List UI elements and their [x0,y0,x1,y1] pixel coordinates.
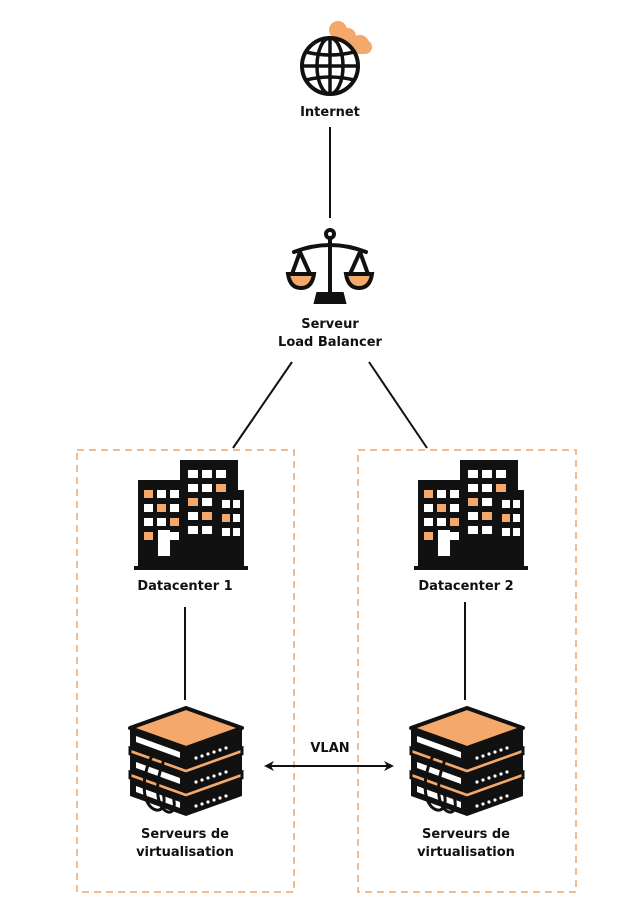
edge-lb-dc2 [368,361,428,449]
edge-lb-dc1 [232,361,293,449]
load-balancer-label-line2: Load Balancer [278,335,382,350]
server-stack-icon [128,706,244,818]
servers1-label-line2: virtualisation [136,845,234,860]
datacenter2-label: Datacenter 2 [418,579,514,594]
datacenter1-zone [76,449,295,893]
servers2-label-line2: virtualisation [417,845,515,860]
building-icon [134,460,248,570]
internet-label: Internet [300,105,360,120]
datacenter1-label: Datacenter 1 [137,579,233,594]
load-balancer-label: Serveur Load Balancer [250,316,410,352]
datacenter2-zone [357,449,577,893]
servers2-label-line1: Serveurs de [422,827,510,842]
balance-scale-icon [285,228,375,304]
servers1-label: Serveurs de virtualisation [115,826,255,862]
vlan-label: VLAN [310,741,350,756]
servers2-label: Serveurs de virtualisation [396,826,536,862]
building-icon [414,460,528,570]
server-stack-icon [409,706,525,818]
globe-cloud-icon [300,21,372,96]
servers1-label-line1: Serveurs de [141,827,229,842]
load-balancer-label-line1: Serveur [301,317,359,332]
